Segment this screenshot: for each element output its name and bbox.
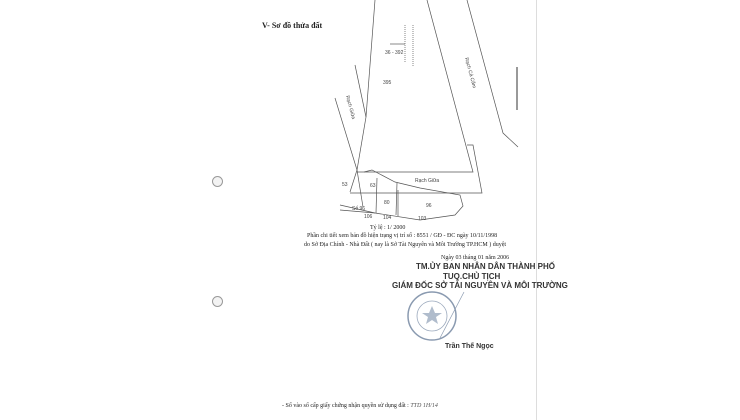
- section-title: V- Sơ đồ thửa đất: [262, 21, 323, 30]
- parcel-label: 104: [383, 215, 392, 221]
- parcel-label: 63: [370, 183, 376, 189]
- signer-name: Trần Thế Ngọc: [445, 343, 494, 350]
- land-plot-map: Rạch Cá Cấm 395 36 - 392 Rạch Giữa Rạch …: [334, 0, 519, 222]
- road-label: Số 96: [352, 206, 365, 212]
- parcel-label: 395: [383, 80, 392, 86]
- date-line: Ngày 03 tháng 01 năm 2006: [441, 255, 510, 261]
- registry-line: - Số vào sổ cấp giấy chứng nhận quyền sử…: [282, 403, 438, 409]
- binder-hole: [212, 176, 223, 187]
- note-line: do Sở Địa Chính - Nhà Đất ( nay là Sở Tà…: [304, 242, 507, 248]
- boundary-line: [349, 0, 376, 193]
- parcel-outline: [339, 169, 464, 221]
- binder-hole: [212, 296, 223, 307]
- parcel-label: 36 - 392: [385, 50, 404, 56]
- canal-bank: [466, 0, 519, 148]
- official-stamp: [407, 291, 465, 341]
- canal-bank: [334, 97, 364, 208]
- registry-label: - Số vào sổ cấp giấy chứng nhận quyền sử…: [282, 403, 409, 409]
- parcel-label: 80: [384, 200, 390, 206]
- canal-label: Rạch Cá Cấm: [463, 57, 477, 89]
- boundary-line: [350, 144, 483, 194]
- parcel-label: 103: [418, 216, 427, 222]
- canal-label: Rạch Giữa: [344, 95, 356, 120]
- canal-label: Rạch Giữa: [415, 178, 439, 184]
- note-line: Phần chi tiết xem bản đồ hiện trạng vị t…: [307, 233, 498, 239]
- signature-title: TUQ.CHỦ TỊCH: [443, 272, 501, 281]
- canal-bank: [354, 64, 367, 118]
- registry-value: TTD 1H/14: [410, 403, 438, 409]
- page-edge: [536, 0, 537, 420]
- boundary-line: [357, 0, 474, 173]
- signature-title: GIÁM ĐỐC SỞ TÀI NGUYÊN VÀ MÔI TRƯỜNG: [392, 281, 568, 290]
- parcel-label: 53: [342, 182, 348, 188]
- signature-title: TM.ỦY BAN NHÂN DÂN THÀNH PHỐ: [416, 262, 555, 271]
- scale-text: Tỷ lệ : 1/ 2000: [370, 225, 406, 231]
- parcel-label: 96: [426, 203, 432, 209]
- parcel-label: 106: [364, 214, 373, 220]
